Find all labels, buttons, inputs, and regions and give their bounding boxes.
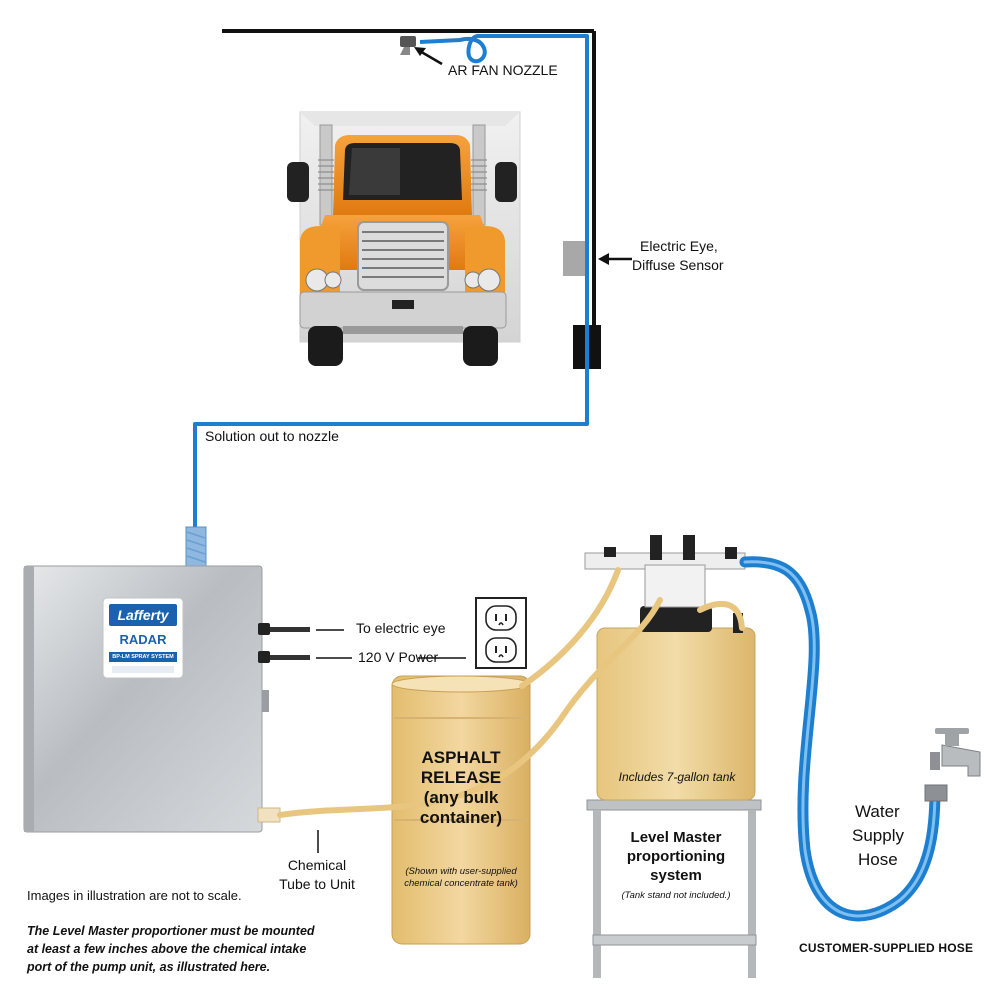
- chemical-tube: [277, 567, 663, 818]
- water-supply-line2: Supply: [852, 826, 904, 845]
- truck: [287, 111, 521, 366]
- asphalt-title-line1: ASPHALT: [421, 748, 501, 767]
- nozzle-arrow: [414, 47, 443, 66]
- scale-note: Images in illustration are not to scale.: [27, 888, 242, 903]
- water-supply-line1: Water: [855, 802, 900, 821]
- unit-brand: Lafferty: [117, 607, 169, 623]
- ar-fan-nozzle: [400, 36, 416, 55]
- proportioner-manifold: [584, 535, 746, 633]
- wash-bay-frame: [222, 29, 596, 325]
- unit-label-plate: [102, 597, 184, 679]
- asphalt-title-line3: (any bulk: [423, 788, 499, 807]
- ar-fan-nozzle-label: AR FAN NOZZLE: [448, 62, 558, 78]
- asphalt-release-drum: [391, 675, 531, 945]
- chemical-tube-label-line1: Chemical: [287, 857, 347, 873]
- to-electric-eye-label: To electric eye: [356, 620, 446, 636]
- level-master-title-line3: system: [650, 867, 702, 884]
- power-label: 120 V Power: [358, 649, 439, 665]
- asphalt-title: ASPHALT RELEASE (any bulk container): [400, 748, 522, 828]
- asphalt-note: (Shown with user-supplied chemical conce…: [404, 866, 518, 889]
- level-master-note: (Tank stand not included.): [621, 890, 731, 901]
- water-supply-line3: Hose: [858, 850, 898, 869]
- water-supply-hose: [739, 556, 941, 922]
- level-master-title: Level Master proportioning system: [604, 828, 748, 885]
- water-hose-highlight: [743, 560, 937, 918]
- level-master-title-line1: Level Master: [630, 829, 722, 846]
- asphalt-title-line2: RELEASE: [420, 768, 502, 787]
- electric-eye-sensor: [563, 241, 585, 276]
- water-faucet: [924, 728, 981, 802]
- electric-eye-label-line2: Diffuse Sensor: [632, 257, 724, 273]
- solution-out-label: Solution out to nozzle: [205, 428, 339, 444]
- chemical-tube-label-line2: Tube to Unit: [279, 876, 355, 892]
- tank-stand: [586, 799, 762, 978]
- power-outlet: [475, 597, 527, 669]
- pump-unit-cabinet: [23, 526, 310, 833]
- asphalt-title-line4: container): [419, 808, 503, 827]
- electric-eye-arrow: [598, 253, 632, 265]
- solution-hose: [193, 34, 589, 545]
- customer-supplied-hose-label: CUSTOMER-SUPPLIED HOSE: [799, 941, 974, 955]
- tank-feed-tube: [697, 601, 745, 631]
- level-master-tank: [596, 606, 756, 801]
- unit-model: BP-LM SPRAY SYSTEM: [112, 654, 174, 660]
- mounting-note: The Level Master proportioner must be mo…: [27, 924, 315, 974]
- electric-eye-label-line1: Electric Eye,: [640, 238, 718, 254]
- unit-product: RADAR: [119, 632, 167, 647]
- includes-tank-label: Includes 7-gallon tank: [618, 770, 736, 784]
- level-master-title-line2: proportioning: [626, 848, 726, 865]
